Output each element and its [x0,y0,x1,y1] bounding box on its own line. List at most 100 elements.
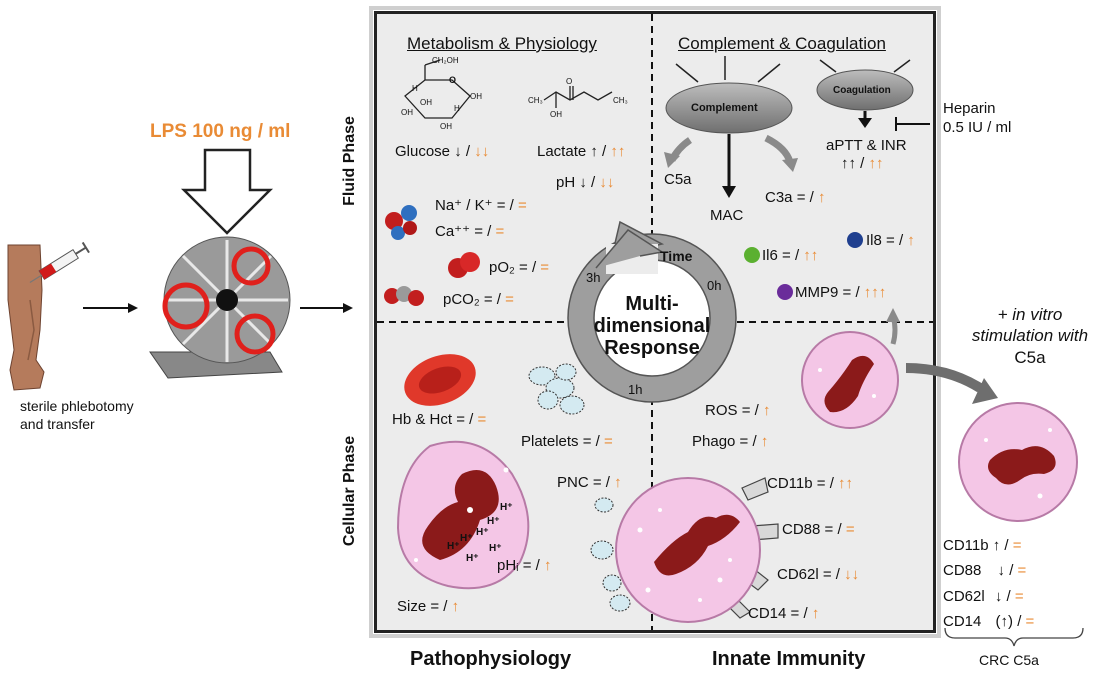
lactate-value: Lactate ↑ / ↑↑ [537,143,625,160]
platelets-a: = / [582,433,600,450]
ph-b: ↓↓ [599,174,615,191]
cellular-phase-label: Cellular Phase [341,435,358,547]
crc-c5a-label: CRC C5a [979,652,1039,668]
hplus-6: H⁺ [489,543,502,554]
cd14-value: CD14 = / ↑ [748,605,819,622]
hplus-4: H⁺ [460,533,473,544]
c5a-label: C5a [664,171,692,188]
metabolism-title: Metabolism & Physiology [407,34,597,53]
na-k-value: Na⁺ / K⁺ = / = [435,196,527,214]
innate-immunity-title: Innate Immunity [712,648,866,670]
invitro-cd11b-a: ↑ / [992,537,1009,554]
invitro-cd11b-b: = [1012,537,1022,554]
po2-name: pO₂ [489,259,515,276]
c3a-b: ↑ [817,189,826,206]
size-name: Size [397,598,427,615]
cd14-b: ↑ [811,605,820,622]
sugar-ch2oh: CH₂OH [432,56,459,65]
ca-a: = / [474,223,492,240]
phago-name: Phago [692,433,736,450]
complement-node-label: Complement [691,102,758,114]
il6-name: Il6 [762,247,778,264]
lactate-ch3-left: CH₃ [528,96,543,105]
platelets-name: Platelets [521,433,579,450]
c3a-a: = / [796,189,814,206]
ph-name: pH [556,174,576,191]
na-k-b: = [517,197,527,214]
cd62l-name: CD62l [777,566,819,583]
hplus-2: H⁺ [487,516,500,527]
lps-label: LPS 100 ng / ml [150,121,291,142]
lactate-oh: OH [550,110,562,119]
invitro-line3: C5a [1014,348,1046,367]
heparin-label-line2: 0.5 IU / ml [943,119,1012,136]
sugar-h-2: H [454,104,460,113]
ca-value: Ca⁺⁺ = / = [435,222,504,240]
cd88-value: CD88 = / = [782,521,855,538]
ca-b: = [495,223,505,240]
sugar-oh-1: OH [420,98,432,107]
cd62l-a: = / [822,566,840,583]
il6-value: Il6 = / ↑↑ [762,247,818,264]
multidimensional-response-label: Multi- dimensional Response [592,293,712,359]
hplus-3: H⁺ [476,527,489,538]
mmp9-a: = / [842,284,860,301]
phlebotomy-label-line1: sterile phlebotomy [20,398,134,414]
cd62l-value: CD62l = / ↓↓ [777,566,859,583]
mmp9-value: MMP9 = / ↑↑↑ [795,284,886,301]
fluid-phase-label: Fluid Phase [341,116,358,206]
hb-hct-a: = / [456,411,474,428]
glucose-value: Glucose ↓ / ↓↓ [395,143,489,160]
invitro-cd11b-value: CD11b ↑ / = [943,537,1022,554]
phi-value: pHᵢ = / ↑ [497,557,552,574]
hour-0-label: 0h [707,278,722,293]
aptt-b: ↑↑ [868,155,884,172]
ros-a: = / [741,402,759,419]
invitro-cd14-value: CD14 (↑) / = [943,613,1034,630]
sugar-oh-4: OH [470,92,482,101]
complement-title: Complement & Coagulation [678,34,886,53]
mmp9-b: ↑↑↑ [863,284,887,301]
sugar-o: O [449,75,457,85]
c3a-name: C3a [765,189,793,206]
hour-3-label: 3h [586,270,601,285]
hb-hct-b: = [477,411,487,428]
platelets-value: Platelets = / = [521,433,613,450]
pco2-b: = [505,291,514,308]
sugar-oh-2: OH [401,108,413,117]
center-line3: Response [604,337,700,359]
hplus-1: H⁺ [500,502,513,513]
glucose-name: Glucose [395,143,451,160]
size-value: Size = / ↑ [397,598,459,615]
center-line2: dimensional [593,315,711,337]
il8-value: Il8 = / ↑ [866,232,915,249]
c3a-value: C3a = / ↑ [765,189,825,206]
sugar-oh-3: OH [440,122,452,131]
lactate-o: O [566,77,573,86]
phlebotomy-label-line2: and transfer [20,416,95,432]
glucose-a: ↓ / [454,143,471,160]
invitro-cd14-name: CD14 [943,613,982,630]
cd88-a: = / [824,521,842,538]
hplus-7: H⁺ [466,553,479,564]
cd14-name: CD14 [748,605,787,622]
mmp9-name: MMP9 [795,284,839,301]
ros-b: ↑ [762,402,771,419]
invitro-line2: stimulation with [971,326,1089,345]
hb-hct-value: Hb & Hct = / = [392,411,486,428]
pco2-a: = / [483,291,501,308]
invitro-cd88-a: ↓ / [997,562,1014,579]
phago-a: = / [739,433,757,450]
heparin-label-line1: Heparin [943,100,996,117]
invitro-cd62l-value: CD62l ↓ / = [943,588,1024,605]
center-line1: Multi- [625,293,679,315]
pnc-value: PNC = / ↑ [557,474,622,491]
pathophysiology-title: Pathophysiology [410,648,572,670]
phago-value: Phago = / ↑ [692,433,768,450]
hour-1-label: 1h [628,382,643,397]
aptt-label: aPTT & INR [826,137,907,154]
size-a: = / [430,598,448,615]
ros-name: ROS [705,402,738,419]
pnc-name: PNC [557,474,589,491]
ph-value: pH ↓ / ↓↓ [556,174,614,191]
